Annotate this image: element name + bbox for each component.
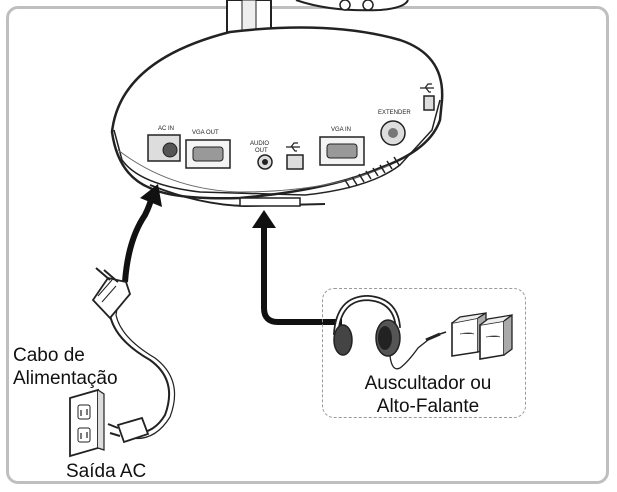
arrow-to-audio-out (252, 210, 342, 325)
usb-symbol-icon (286, 142, 300, 152)
power-cable (91, 267, 176, 444)
inline-plug-icon (107, 416, 150, 444)
power-cable-label: Cabo de Alimentação (13, 344, 118, 390)
wall-outlet-icon (69, 388, 105, 458)
port-audio-out-label-2: OUT (255, 148, 268, 154)
usb-symbol-icon (420, 83, 434, 93)
document-camera: AC IN VGA OUT AUDIO OUT VGA IN EXTENDER (110, 0, 444, 208)
diagram-frame (6, 6, 609, 484)
speakers-icon (451, 311, 513, 360)
audio-device-label-line2: Alto-Falante (376, 396, 480, 417)
headphones-icon (333, 294, 447, 370)
power-plug-icon (91, 267, 132, 320)
port-vga-in-label: VGA IN (331, 127, 351, 133)
port-extender-label: EXTENDER (378, 110, 411, 116)
port-audio-out-label-1: AUDIO (250, 141, 269, 147)
audio-device-group (322, 288, 526, 418)
audio-device-label: Auscultador ou Alto-Falante (333, 372, 523, 418)
arrow-to-ac-in (122, 184, 162, 283)
port-ac-in-label: AC IN (158, 126, 174, 132)
outlet-label: Saída AC (66, 461, 147, 482)
port-vga-out-label: VGA OUT (192, 130, 219, 136)
power-cable-label-line2: Alimentação (13, 368, 118, 389)
audio-device-label-line1: Auscultador ou (364, 373, 492, 394)
power-cable-label-line1: Cabo de (13, 345, 85, 366)
